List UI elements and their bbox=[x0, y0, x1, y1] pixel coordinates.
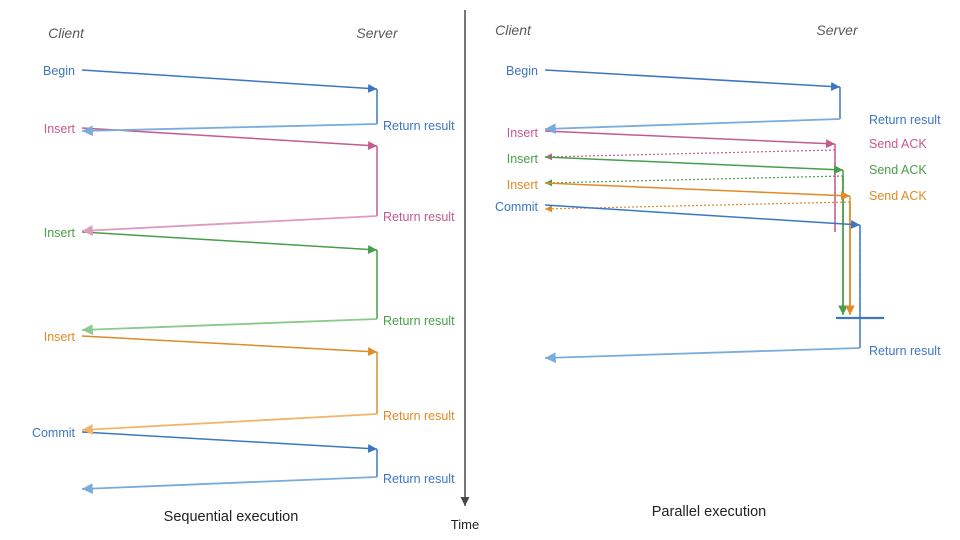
time-axis-layer: Time bbox=[451, 10, 479, 532]
client-message-label: Insert bbox=[507, 178, 539, 192]
ack-arrow-ack-1 bbox=[544, 149, 836, 161]
server-message-label: Send ACK bbox=[869, 137, 927, 151]
role-label-client: Client bbox=[495, 22, 532, 38]
role-label-server: Server bbox=[356, 25, 399, 41]
server-message-label: Return result bbox=[383, 472, 455, 486]
server-message-label: Return result bbox=[383, 409, 455, 423]
client-message-label: Insert bbox=[507, 152, 539, 166]
request-arrow-insert-3 bbox=[81, 335, 378, 357]
response-arrow-begin bbox=[81, 123, 378, 137]
client-message-label: Insert bbox=[44, 226, 76, 240]
panel-caption-sequential: Sequential execution bbox=[164, 509, 299, 525]
time-axis-label: Time bbox=[451, 517, 479, 532]
response-arrow-commit bbox=[81, 476, 378, 494]
response-arrow-insert-1 bbox=[81, 215, 378, 236]
response-arrow-commit bbox=[544, 347, 861, 364]
client-message-label: Begin bbox=[506, 64, 538, 78]
response-arrow-insert-2 bbox=[81, 318, 378, 335]
request-arrow-insert-3 bbox=[544, 182, 851, 201]
server-message-label: Send ACK bbox=[869, 189, 927, 203]
response-arrow-insert-3 bbox=[81, 413, 378, 435]
server-message-label: Return result bbox=[383, 314, 455, 328]
ack-arrow-ack-3 bbox=[544, 201, 851, 213]
request-arrow-commit bbox=[81, 431, 378, 453]
client-message-label: Insert bbox=[507, 126, 539, 140]
client-message-label: Commit bbox=[32, 426, 76, 440]
server-message-label: Send ACK bbox=[869, 163, 927, 177]
server-message-label: Return result bbox=[869, 344, 941, 358]
request-arrow-insert-1 bbox=[544, 130, 836, 149]
server-message-label: Return result bbox=[869, 113, 941, 127]
server-message-label: Return result bbox=[383, 119, 455, 133]
client-message-label: Insert bbox=[44, 330, 76, 344]
request-arrow-insert-2 bbox=[544, 156, 844, 175]
role-label-client: Client bbox=[48, 25, 85, 41]
panel-caption-parallel: Parallel execution bbox=[652, 504, 766, 520]
client-message-label: Insert bbox=[44, 122, 76, 136]
request-arrow-begin bbox=[544, 69, 841, 91]
client-message-label: Begin bbox=[43, 64, 75, 78]
server-message-label: Return result bbox=[383, 210, 455, 224]
request-arrow-insert-1 bbox=[81, 127, 378, 150]
role-label-server: Server bbox=[816, 22, 859, 38]
request-arrow-insert-2 bbox=[81, 231, 378, 254]
request-arrow-commit bbox=[544, 204, 861, 229]
client-message-label: Commit bbox=[495, 200, 539, 214]
response-arrow-begin bbox=[544, 118, 841, 135]
request-arrow-begin bbox=[81, 69, 378, 93]
ack-arrow-ack-2 bbox=[544, 175, 844, 187]
